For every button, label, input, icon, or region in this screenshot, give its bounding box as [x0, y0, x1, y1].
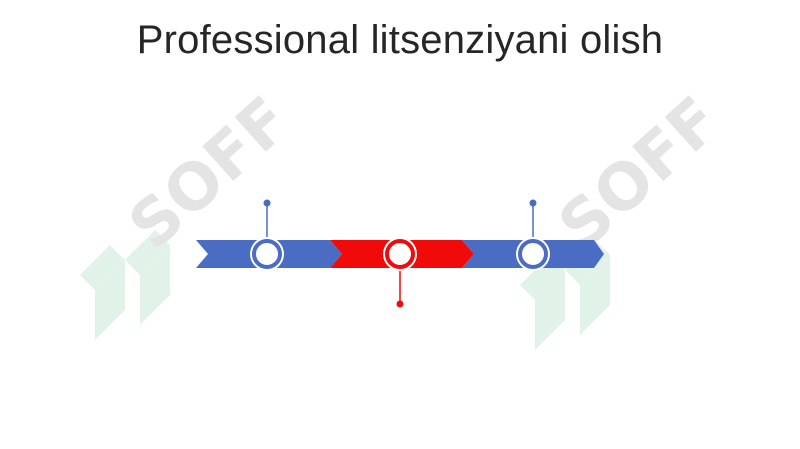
slide-title: Professional litsenziyani olish	[136, 18, 664, 62]
milestone-2	[383, 237, 417, 308]
milestone-3	[516, 199, 550, 271]
soff-logo-icon	[80, 230, 170, 340]
milestone-1	[250, 199, 284, 271]
